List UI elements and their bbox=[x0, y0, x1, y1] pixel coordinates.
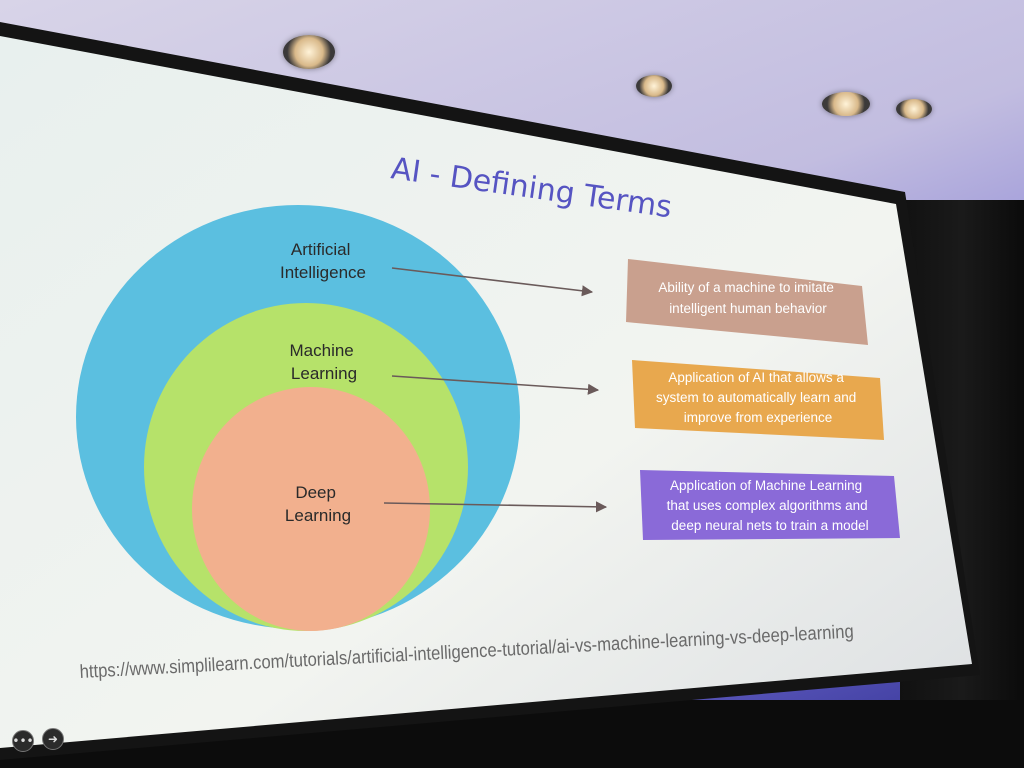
circle-deep-learning bbox=[192, 387, 430, 631]
more-icon[interactable]: ••• bbox=[12, 730, 34, 752]
definition-line: deep neural nets to train a model bbox=[671, 518, 868, 533]
definition-box-ai-bg bbox=[626, 259, 868, 345]
label-line: Learning bbox=[285, 506, 351, 525]
definition-line: Ability of a machine to imitate bbox=[658, 280, 834, 295]
definition-line: Application of Machine Learning bbox=[670, 478, 862, 493]
arrow-dl-to-definition bbox=[383, 501, 608, 513]
arrow-ml-to-definition bbox=[391, 375, 600, 395]
definition-ai-text: Ability of a machine to imitate intellig… bbox=[658, 280, 837, 316]
label-line: Intelligence bbox=[280, 263, 366, 282]
label-line: Machine bbox=[290, 341, 354, 360]
ceiling-light-icon bbox=[636, 75, 672, 97]
definition-line: that uses complex algorithms and bbox=[667, 498, 868, 513]
definition-line: system to automatically learn and bbox=[656, 390, 856, 405]
definition-ml-text: Application of AI that allows a system t… bbox=[656, 370, 860, 425]
ceiling-light-icon bbox=[822, 92, 870, 116]
definition-box-ml: Application of AI that allows a system t… bbox=[632, 360, 884, 440]
definition-line: intelligent human behavior bbox=[669, 301, 827, 316]
definition-box-dl: Application of Machine Learning that use… bbox=[640, 470, 900, 540]
label-line: Deep bbox=[295, 483, 336, 502]
definition-line: Application of AI that allows a bbox=[668, 370, 844, 385]
ceiling-light-icon bbox=[896, 99, 932, 119]
definition-box-ai: Ability of a machine to imitate intellig… bbox=[626, 259, 868, 345]
label-artificial-intelligence: Artificial Intelligence bbox=[280, 240, 366, 282]
definition-box-dl-bg bbox=[640, 470, 900, 540]
definition-dl-text: Application of Machine Learning that use… bbox=[667, 478, 872, 533]
definition-line: improve from experience bbox=[684, 410, 833, 425]
definition-box-ml-bg bbox=[632, 360, 884, 440]
label-line: Learning bbox=[291, 364, 357, 383]
ceiling-light-icon bbox=[283, 35, 335, 69]
arrow-ai-to-definition bbox=[391, 267, 594, 297]
label-deep-learning: Deep Learning bbox=[285, 483, 351, 525]
arrow-right-icon[interactable]: ➜ bbox=[42, 728, 64, 750]
label-machine-learning: Machine Learning bbox=[290, 341, 359, 383]
label-line: Artificial bbox=[291, 240, 351, 259]
